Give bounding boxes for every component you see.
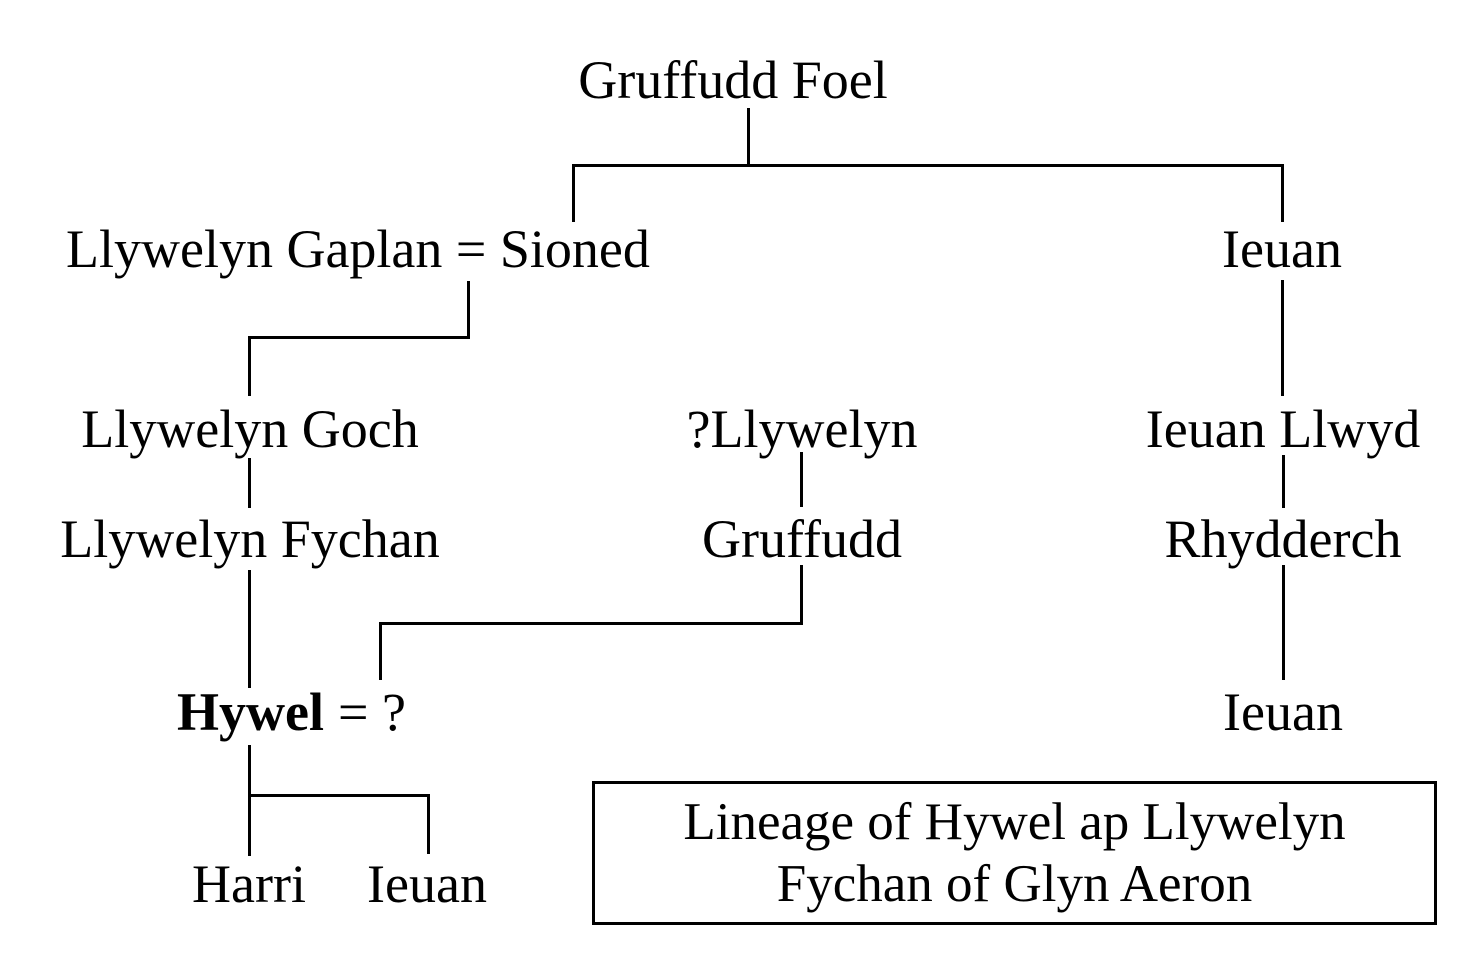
connector bbox=[248, 794, 251, 856]
connector bbox=[800, 565, 803, 625]
person-ieuan-llwyd: Ieuan Llwyd bbox=[1145, 399, 1421, 459]
connector bbox=[1281, 164, 1284, 222]
connector bbox=[1281, 280, 1284, 396]
person-llywelyn-gaplan-sioned: Llywelyn Gaplan = Sioned bbox=[66, 219, 650, 279]
connector bbox=[427, 794, 430, 854]
connector bbox=[379, 622, 803, 625]
caption-line-1: Lineage of Hywel ap Llywelyn bbox=[683, 793, 1346, 851]
connector bbox=[248, 336, 470, 339]
person-ieuan-son: Ieuan bbox=[1222, 219, 1342, 279]
connector bbox=[747, 108, 750, 166]
person-harri: Harri bbox=[192, 854, 306, 914]
person-hywel: Hywel bbox=[177, 682, 324, 742]
person-rhydderch: Rhydderch bbox=[1164, 509, 1402, 569]
connector bbox=[800, 452, 803, 507]
person-llywelyn-fychan: Llywelyn Fychan bbox=[60, 509, 440, 569]
person-hywel-spouse: = ? bbox=[337, 682, 406, 742]
person-gruffudd-foel: Gruffudd Foel bbox=[578, 50, 888, 110]
connector bbox=[248, 794, 430, 797]
connector bbox=[379, 622, 382, 680]
connector bbox=[248, 745, 251, 797]
person-llywelyn-goch: Llywelyn Goch bbox=[81, 399, 419, 459]
person-ieuan-ap-hywel: Ieuan bbox=[367, 854, 487, 914]
person-llywelyn-unknown: ?Llywelyn bbox=[686, 399, 918, 459]
person-ieuan-ap-rhydderch: Ieuan bbox=[1223, 682, 1343, 742]
person-hywel-couple: Hywel= ? bbox=[177, 685, 406, 739]
connector bbox=[248, 458, 251, 508]
connector bbox=[1282, 565, 1285, 680]
connector bbox=[572, 164, 575, 222]
connector bbox=[248, 570, 251, 688]
connector bbox=[572, 164, 1284, 167]
connector bbox=[467, 281, 470, 339]
caption-box: Lineage of Hywel ap Llywelyn Fychan of G… bbox=[592, 781, 1437, 925]
connector bbox=[1282, 455, 1285, 508]
connector bbox=[248, 336, 251, 396]
person-gruffudd: Gruffudd bbox=[702, 509, 902, 569]
caption-line-2: Fychan of Glyn Aeron bbox=[776, 855, 1253, 913]
